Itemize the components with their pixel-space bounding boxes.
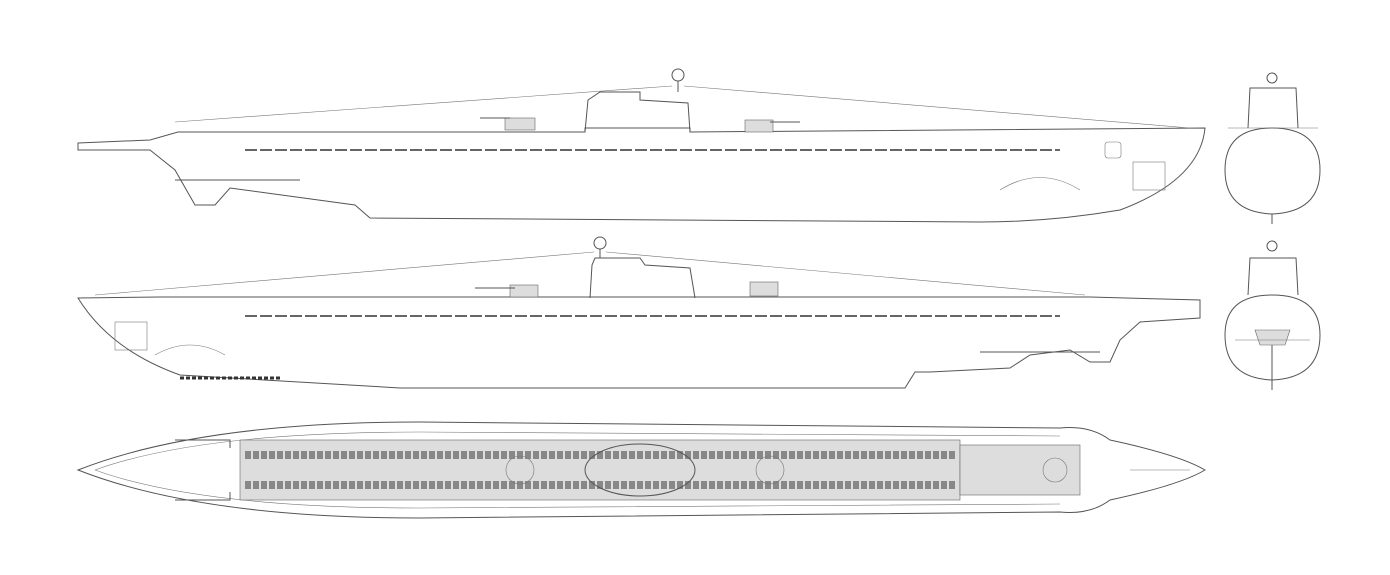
- hull-outline: [76, 421, 1206, 519]
- conning-tower: [584, 91, 691, 133]
- hull-outline: [77, 127, 1206, 223]
- rear-view: [1224, 240, 1321, 390]
- side-view-port: [77, 236, 1201, 389]
- jumping-wire: [174, 85, 1191, 129]
- deck-grating: [239, 439, 961, 501]
- radio-loop-antenna: [593, 236, 607, 250]
- deck-gun-aft: [744, 119, 800, 133]
- front-view: [1224, 72, 1321, 224]
- radio-loop-antenna: [671, 68, 685, 82]
- deck-gun-fore: [475, 284, 539, 298]
- conning-tower-top: [584, 443, 696, 497]
- deck-gun-aft: [749, 281, 779, 297]
- hull-outline: [77, 296, 1201, 389]
- deck-gun-fore: [480, 117, 536, 131]
- side-view-starboard: [77, 68, 1206, 223]
- jumping-wire: [94, 251, 1086, 296]
- top-view-deck: [76, 421, 1206, 519]
- conning-tower: [589, 257, 696, 299]
